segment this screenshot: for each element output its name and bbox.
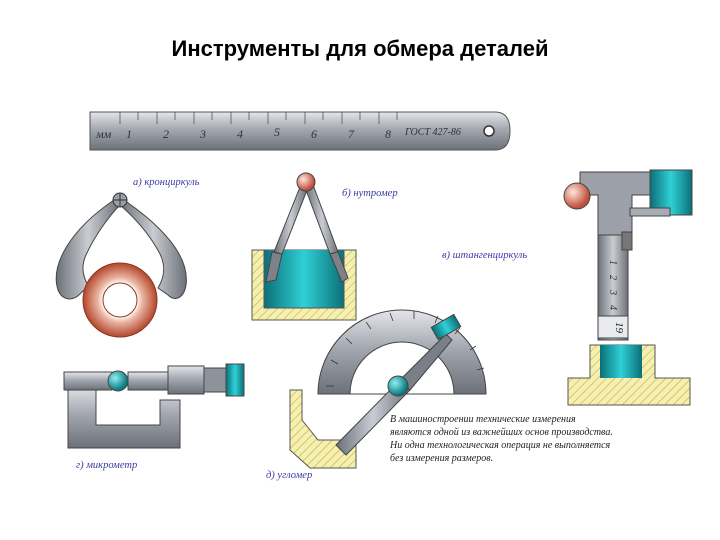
ruler-hole	[483, 125, 495, 137]
ruler-tick-label: 3	[199, 127, 206, 141]
note-line: без измерения размеров.	[390, 453, 494, 464]
label-inside-caliper: б) нутромер	[342, 188, 398, 199]
label-calipers: а) кронциркуль	[133, 177, 200, 188]
ruler-unit: мм	[95, 127, 112, 141]
vernier-caliper: 1 2 3 4 19	[563, 169, 693, 406]
note-line: являются одной из важнейших основ произв…	[390, 427, 613, 438]
note-text: В машиностроении технические измерения я…	[390, 413, 690, 465]
caliper-scale-label: 1	[607, 260, 618, 265]
protractor	[289, 309, 487, 469]
ruler-tick-label: 6	[311, 127, 317, 141]
caliper-scale-label: 2	[607, 275, 618, 280]
ruler-tick-label: 8	[385, 127, 391, 141]
note-line: Ни одна технологическая операция не выпо…	[390, 440, 611, 451]
caliper-scale-label: 3	[607, 289, 618, 295]
inside-caliper	[251, 172, 357, 321]
label-micrometer: г) микрометр	[76, 460, 137, 471]
note-line: В машиностроении технические измерения	[390, 414, 576, 425]
ruler-tick-label: 1	[126, 127, 132, 141]
ruler-tick-label: 4	[237, 127, 243, 141]
ruler-standard: ГОСТ 427-86	[404, 127, 461, 138]
caliper-reading: 19	[613, 322, 625, 334]
ruler-ticks	[119, 112, 398, 124]
ruler-tick-label: 2	[163, 127, 169, 141]
ruler-tick-label: 7	[348, 127, 355, 141]
ruler: мм 1 2 3 4 5 6 7 8 ГОСТ 427-86	[89, 111, 511, 151]
micrometer	[63, 363, 245, 449]
page-title: Инструменты для обмера деталей	[171, 36, 549, 61]
caliper-scale-label: 4	[607, 305, 618, 310]
label-vernier-caliper: в) штангенциркуль	[442, 250, 527, 261]
ruler-tick-label: 5	[274, 125, 280, 139]
outside-calipers	[55, 192, 187, 338]
label-protractor: д) угломер	[266, 470, 312, 481]
